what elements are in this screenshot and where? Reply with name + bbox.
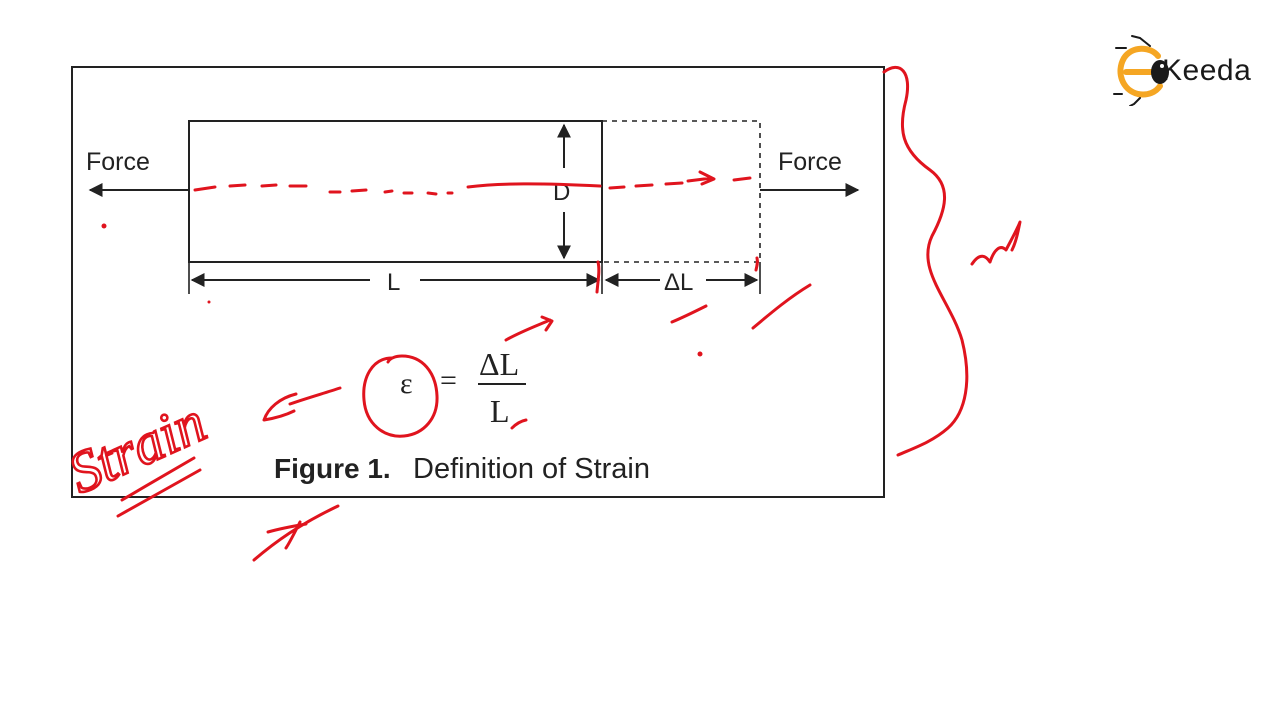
ink-center-dash-line (193, 170, 752, 196)
left-force-label: Force (86, 148, 150, 176)
ink-dot (101, 223, 107, 229)
right-force-label: Force (778, 148, 842, 176)
ink-scribble-right (970, 220, 1022, 266)
elongation-dashed-outline (602, 120, 761, 263)
formula-numerator: ΔL (479, 346, 519, 382)
ink-underline-1 (120, 456, 196, 502)
brand-wordmark: Keeda (1162, 54, 1252, 87)
formula-denominator: L (490, 393, 510, 429)
figure-caption: Figure 1. Definition of Strain (274, 452, 650, 485)
ink-annotations (101, 65, 1022, 562)
ink-dot (207, 300, 211, 304)
caption-bold: Figure 1. (274, 453, 391, 484)
length-label: L (387, 269, 400, 296)
formula-equals: = (440, 364, 457, 397)
figure-frame (71, 66, 885, 498)
ink-tick-numerator (504, 315, 554, 342)
specimen-bar (188, 120, 603, 263)
ink-mark-delta-left (595, 260, 601, 294)
delta-length-label: ΔL (664, 269, 693, 296)
ink-stroke-right (751, 283, 812, 330)
ink-dot (697, 351, 703, 357)
ink-mark-denominator (510, 418, 528, 430)
ink-handwritten-word: Strain (59, 389, 215, 506)
ink-scribble-bottom (252, 504, 340, 562)
ink-arrow-to-epsilon (262, 386, 342, 422)
strain-symbol: ε (400, 367, 413, 400)
brand-logo (1110, 34, 1270, 107)
ink-curly-brace (882, 65, 969, 457)
ink-mark-delta-right (754, 256, 759, 272)
ink-underline-2 (116, 468, 202, 518)
ink-stroke-near-delta (670, 304, 708, 324)
caption-text: Definition of Strain (413, 453, 650, 485)
logo-mark-icon (1113, 35, 1169, 107)
ink-circle-epsilon (362, 354, 439, 438)
